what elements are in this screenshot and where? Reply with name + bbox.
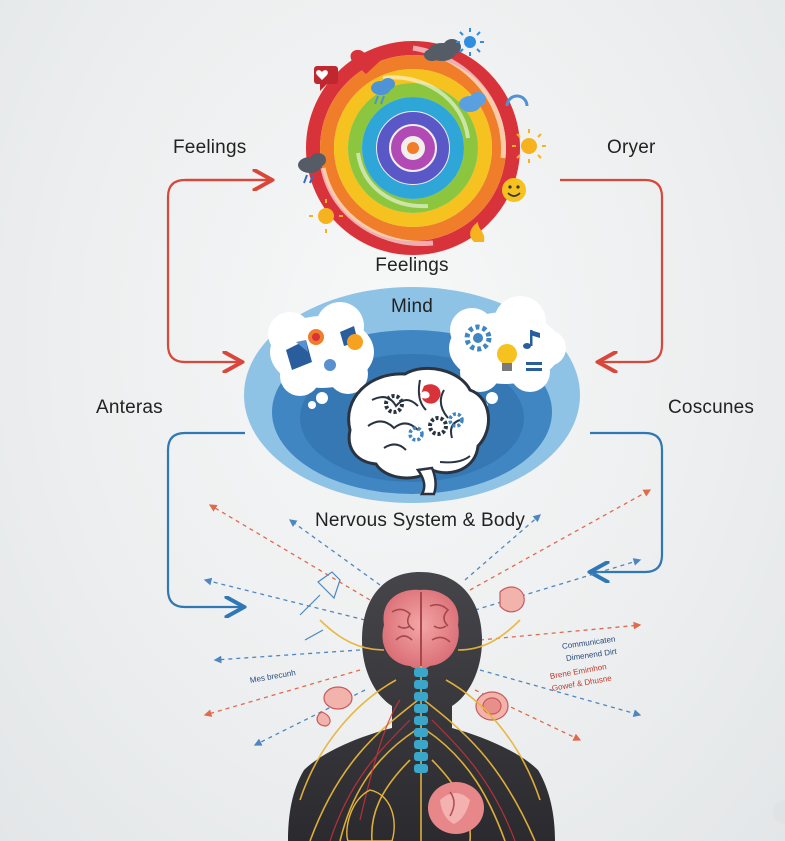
sun-icon <box>456 28 484 56</box>
brain-icon <box>347 366 490 496</box>
label-coscunes: Coscunes <box>668 397 755 418</box>
corner-button-icon <box>773 800 785 824</box>
gear-icon <box>448 412 464 428</box>
signal-rays <box>203 489 652 746</box>
label-mind: Mind <box>391 296 433 317</box>
feedback-arrows-red <box>166 180 664 362</box>
organ-sketch-left <box>299 571 353 727</box>
sun-icon <box>309 199 343 233</box>
chat-icon <box>314 66 338 91</box>
cloud-icon <box>371 78 395 105</box>
gear-icon <box>408 426 424 442</box>
gear-icon <box>428 416 448 436</box>
label-anteras: Anteras <box>96 397 163 418</box>
label-nervous-system: Nervous System & Body <box>314 510 526 531</box>
sun-icon <box>512 129 546 163</box>
spine <box>414 668 428 773</box>
cloud-icon <box>298 153 326 184</box>
gear-icon <box>384 394 404 414</box>
smiley-icon <box>502 178 526 202</box>
feedback-arrows-blue <box>166 431 664 607</box>
body-silhouette <box>288 572 555 841</box>
music-note-icon <box>523 330 542 371</box>
cloud-icon <box>424 39 461 61</box>
heart-icon <box>350 49 382 74</box>
organ-sketch-right <box>475 586 525 721</box>
cloud-icon <box>459 92 486 112</box>
label-feelings-center: Feelings <box>375 255 449 276</box>
lightbulb-icon <box>497 344 517 371</box>
shapes-icon <box>286 326 363 371</box>
heart-organ <box>428 782 484 834</box>
flame-icon <box>470 222 485 242</box>
gear-icon <box>464 324 492 352</box>
lung-outline <box>346 789 395 841</box>
label-feelings-left: Feelings <box>173 137 247 158</box>
headphones-icon <box>505 94 529 107</box>
label-oryer: Oryer <box>607 137 656 158</box>
emotion-swirl <box>305 40 521 256</box>
